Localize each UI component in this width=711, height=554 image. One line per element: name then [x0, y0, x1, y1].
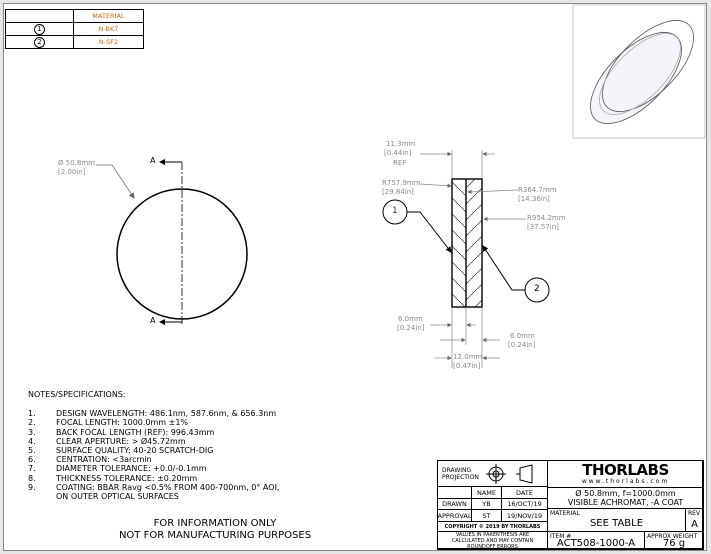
lens-3d-render [572, 4, 706, 139]
note-item: 4. CLEAR APERTURE: > Ø45.72mm [28, 437, 279, 446]
balloon: 2 [34, 36, 45, 48]
note-text: CENTRATION: <3arcmin [56, 455, 152, 465]
note-number: 2. [28, 418, 36, 428]
material-value: SEE TABLE [589, 517, 644, 529]
note-item: 8. THICKNESS TOLERANCE: ±0.20mm [28, 474, 279, 483]
item-cell: ITEM # ACT508-1000-A [547, 531, 645, 550]
thickness-ref-dim-in: [0.44in] [384, 149, 412, 157]
third-angle-projection-icon [486, 463, 533, 484]
disclaimer: FOR INFORMATION ONLY NOT FOR MANUFACTURI… [100, 518, 330, 542]
rev-label: REV [688, 510, 701, 517]
material-label: MATERIAL [550, 510, 580, 517]
r1-dim-in: [29.84in] [382, 188, 414, 196]
note-number: 4. [28, 436, 36, 446]
section-label-bottom: A [150, 316, 156, 325]
balloon-1: 1 [392, 206, 398, 216]
edge-thickness-dim: 12.0mm [453, 353, 483, 361]
t1-dim: 6.0mm [398, 315, 423, 323]
note-text: ON OUTER OPTICAL SURFACES [56, 492, 179, 502]
projection-cell: DRAWING PROJECTION [437, 460, 548, 487]
note-number: 9. [28, 482, 36, 492]
ref-label: REF [393, 159, 407, 167]
projection-label: DRAWING PROJECTION [442, 466, 479, 481]
balloon: 1 [34, 23, 45, 35]
note-text: CLEAR APERTURE: > Ø45.72mm [56, 436, 186, 446]
note-number: 5. [28, 446, 36, 456]
section-label-top: A [150, 156, 156, 165]
weight-cell: APPROX WEIGHT 76 g [644, 531, 704, 550]
weight-label: APPROX WEIGHT [647, 533, 698, 540]
note-item: 1. DESIGN WAVELENGTH: 486.1nm, 587.6nm, &… [28, 409, 279, 418]
t1-dim-in: [0.24in] [397, 324, 425, 332]
website: www.thorlabs.com [581, 478, 670, 485]
material-cell: N-SF2 [73, 35, 144, 49]
material-cell: MATERIAL SEE TABLE [547, 508, 686, 532]
r3-dim: R954.2mm [527, 214, 566, 222]
note-number: 7. [28, 464, 36, 474]
diameter-dim: Ø 50.8mm [58, 159, 95, 167]
note-text: THICKNESS TOLERANCE: ±0.20mm [56, 473, 198, 483]
lens-section [451, 178, 483, 308]
item-number: ACT508-1000-A [556, 538, 636, 549]
note-item: 6. CENTRATION: <3arcmin [28, 455, 279, 464]
r1-dim: R757.9mm [382, 179, 421, 187]
note-item: 5. SURFACE QUALITY: 40-20 SCRATCH-DIG [28, 446, 279, 455]
weight-value: 76 g [662, 538, 686, 549]
note-item: ON OUTER OPTICAL SURFACES [28, 492, 279, 501]
description-line: Ø 50.8mm, f=1000.0mm [575, 489, 676, 498]
note-number: 1. [28, 409, 36, 419]
notes-title: NOTES/SPECIFICATIONS: [28, 390, 126, 399]
note-text: DESIGN WAVELENGTH: 486.1nm, 587.6nm, & 6… [56, 409, 277, 419]
thickness-ref-dim: 11.3mm [386, 140, 416, 148]
t2-dim-in: [0.24in] [508, 341, 536, 349]
t2-dim: 6.0mm [510, 332, 535, 340]
notes-specifications: NOTES/SPECIFICATIONS: 1. DESIGN WAVELENGT… [28, 390, 279, 501]
table-row: 2 N-SF2 [5, 35, 144, 49]
balloon-2: 2 [534, 284, 540, 294]
note-number: 8. [28, 473, 36, 483]
r2-dim-in: [14.36in] [518, 195, 550, 203]
rev-value: A [691, 518, 698, 530]
thorlabs-logo: THORLABS [582, 461, 669, 479]
rev-cell: REV A [685, 508, 704, 532]
note-item: 9. COATING: BBAR Ravg <0.5% FROM 400-700n… [28, 483, 279, 492]
note-number: 3. [28, 427, 36, 437]
note-item: 3. BACK FOCAL LENGTH (REF): 996.43mm [28, 428, 279, 437]
diameter-dim-in: [2.00in] [58, 168, 86, 176]
note-text: COATING: BBAR Ravg <0.5% FROM 400-700nm,… [56, 482, 280, 492]
note-item: 7. DIAMETER TOLERANCE: +0.0/-0.1mm [28, 464, 279, 473]
description-cell: Ø 50.8mm, f=1000.0mm VISIBLE ACHROMAT, -… [547, 487, 704, 509]
description-line: VISIBLE ACHROMAT, -A COAT [567, 498, 684, 507]
edge-thickness-dim-in: [0.47in] [453, 362, 481, 370]
note-item: 2. FOCAL LENGTH: 1000.0mm ±1% [28, 418, 279, 427]
title-block: DRAWING PROJECTION NAME DATE DRAWN YB 16… [437, 460, 704, 550]
r2-dim: R364.7mm [518, 186, 557, 194]
note-number: 6. [28, 455, 36, 465]
note-text: BACK FOCAL LENGTH (REF): 996.43mm [56, 427, 215, 437]
note-text: SURFACE QUALITY: 40-20 SCRATCH-DIG [56, 446, 214, 456]
r3-dim-in: [37.57in] [527, 223, 559, 231]
note-text: FOCAL LENGTH: 1000.0mm ±1% [56, 418, 189, 428]
disclaimer-line: FOR INFORMATION ONLY [153, 518, 277, 529]
note-text: DIAMETER TOLERANCE: +0.0/-0.1mm [56, 464, 207, 474]
logo-cell: THORLABS www.thorlabs.com [547, 460, 704, 488]
values-note: VALUES IN PARENTHESIS ARE CALCULATED AND… [437, 531, 548, 550]
item-label: ITEM # [550, 533, 572, 540]
note-number [28, 492, 56, 501]
disclaimer-line: NOT FOR MANUFACTURING PURPOSES [118, 530, 312, 541]
